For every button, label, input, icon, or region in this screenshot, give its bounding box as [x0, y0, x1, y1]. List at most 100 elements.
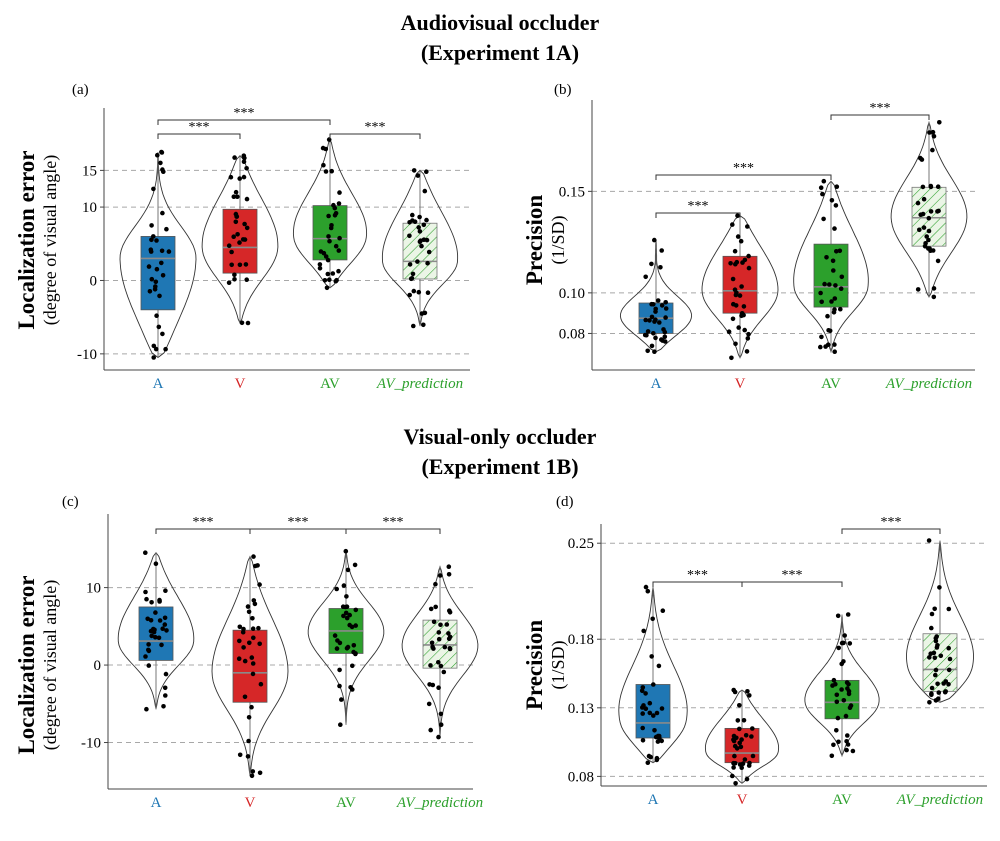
data-point: [411, 168, 417, 173]
data-point: [845, 612, 851, 617]
data-point: [151, 355, 156, 360]
data-point: [843, 713, 849, 719]
x-tick-label: AV_prediction: [885, 376, 972, 392]
significance-label: ***: [881, 515, 902, 530]
data-point: [332, 633, 338, 638]
data-point: [659, 706, 665, 711]
data-point: [256, 625, 261, 631]
data-point: [146, 663, 152, 668]
data-point: [935, 184, 941, 189]
y-axis-title-main: Localization error: [14, 575, 39, 754]
data-point: [739, 284, 744, 289]
data-point: [430, 644, 435, 650]
data-point: [819, 299, 824, 305]
data-point: [156, 324, 162, 330]
data-point: [820, 191, 825, 197]
significance-label: ***: [733, 161, 754, 176]
data-point: [932, 606, 937, 612]
data-point: [241, 159, 247, 164]
data-point: [407, 220, 412, 225]
data-point: [337, 640, 343, 646]
bracket-line: [157, 133, 241, 139]
data-point: [231, 194, 237, 199]
data-point: [730, 222, 735, 227]
data-point: [829, 198, 835, 203]
data-point: [153, 634, 158, 640]
data-point: [831, 742, 836, 748]
violin-outline: [793, 180, 869, 354]
data-point: [337, 667, 342, 673]
data-point: [841, 659, 846, 664]
data-point: [331, 202, 336, 208]
data-point: [831, 310, 837, 315]
data-point: [663, 300, 668, 305]
data-point: [336, 248, 342, 253]
data-point: [642, 332, 648, 338]
data-point: [348, 685, 353, 690]
y-axis-title-main: Localization error: [14, 150, 39, 329]
data-point: [834, 184, 840, 189]
data-point: [233, 189, 239, 195]
data-point: [730, 316, 736, 322]
significance-bracket: ***: [741, 568, 843, 587]
x-tick-label: AV: [320, 376, 340, 392]
x-tick-label: A: [651, 376, 662, 392]
data-point: [246, 715, 252, 720]
y-tick-label: 15: [82, 163, 97, 179]
data-point: [407, 262, 413, 267]
data-point: [643, 317, 648, 323]
data-point: [832, 349, 837, 355]
data-point: [647, 700, 653, 706]
data-point: [425, 260, 430, 266]
group-v: [211, 554, 289, 779]
y-axis-title-sub: (1/SD): [548, 215, 569, 264]
data-point: [926, 237, 931, 243]
data-point: [429, 640, 435, 646]
y-axis-title-sub: (degree of visual angle): [40, 155, 61, 325]
data-point: [746, 763, 752, 768]
data-point: [921, 196, 927, 202]
data-point: [163, 346, 168, 352]
data-point: [147, 289, 153, 294]
data-point: [446, 631, 451, 636]
data-point: [647, 318, 652, 323]
data-point: [337, 683, 342, 689]
data-point: [235, 232, 240, 237]
data-point: [226, 280, 232, 286]
data-point: [153, 279, 159, 285]
data-point: [438, 711, 444, 717]
data-point: [323, 254, 329, 259]
data-point: [915, 287, 921, 292]
significance-label: ***: [383, 515, 404, 530]
data-point: [654, 755, 660, 761]
data-point: [850, 748, 856, 754]
data-point: [444, 622, 450, 627]
data-point: [834, 249, 839, 254]
data-point: [345, 644, 351, 650]
data-point: [428, 606, 434, 612]
data-point: [745, 224, 750, 229]
significance-bracket: ***: [652, 568, 743, 587]
data-point: [842, 633, 847, 638]
data-point: [148, 618, 154, 623]
data-point: [938, 653, 944, 659]
data-point: [649, 314, 655, 320]
data-point: [643, 274, 648, 280]
y-tick-label: 0: [94, 658, 102, 674]
data-point: [411, 323, 416, 329]
data-point: [433, 604, 439, 610]
group-av: [307, 548, 385, 727]
data-point: [652, 728, 657, 733]
data-point: [930, 147, 935, 153]
data-point: [653, 335, 658, 341]
data-point: [821, 216, 826, 222]
data-point: [845, 733, 850, 738]
data-point: [255, 563, 260, 568]
data-point: [640, 711, 645, 716]
data-point: [417, 214, 422, 220]
data-point: [640, 725, 645, 731]
data-point: [652, 349, 657, 355]
data-point: [663, 315, 668, 320]
data-point: [749, 734, 754, 739]
data-point: [647, 710, 653, 716]
